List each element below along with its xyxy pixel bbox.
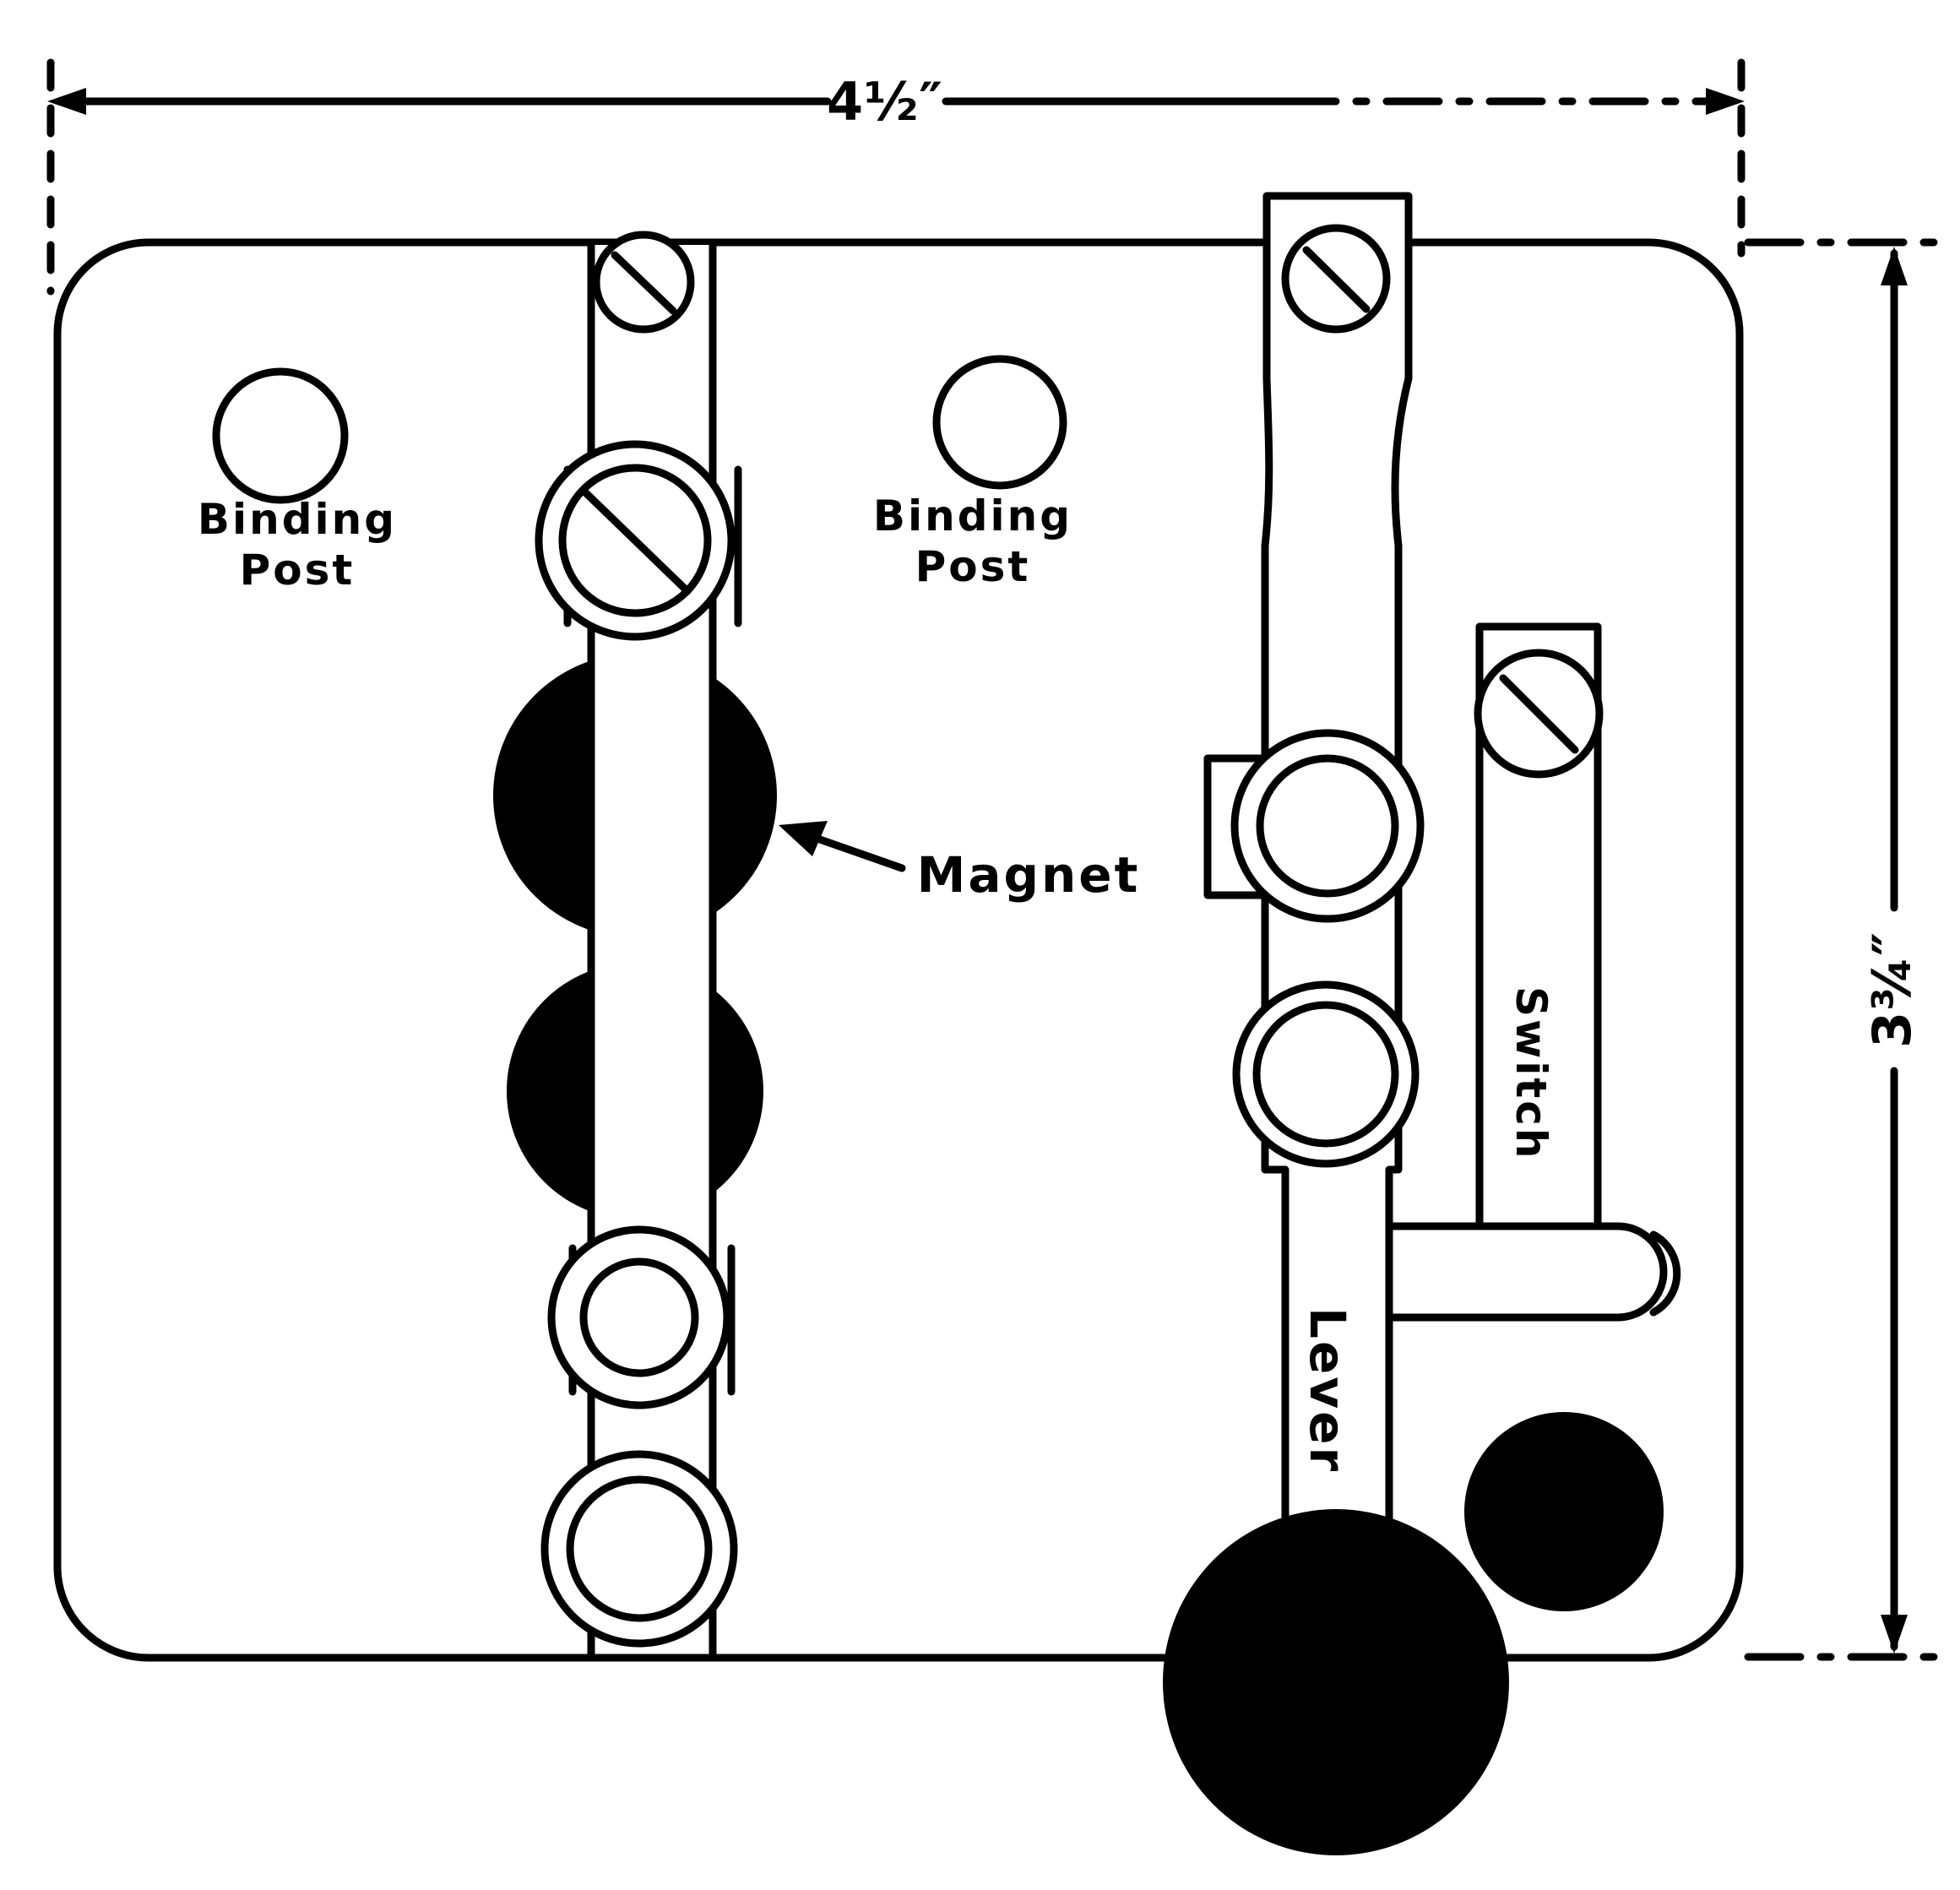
key-knob	[1163, 1509, 1509, 1855]
binding-post-right-label-line1: Binding	[873, 492, 1072, 540]
armature-screw-slot	[580, 487, 692, 595]
lever-contact-lower-inner	[1252, 1001, 1399, 1148]
binding-post-left-label-line1: Binding	[198, 495, 397, 544]
binding-post-right-label-line2: Post	[915, 542, 1031, 591]
dim-width-arrow-left	[47, 88, 86, 115]
contact-upper-inner	[579, 1257, 699, 1377]
circuit-closer-end-bump	[1649, 1230, 1681, 1317]
switch-screw-slot	[1499, 674, 1579, 754]
armature-top-screw-slot	[611, 251, 677, 315]
binding-post-left	[212, 367, 349, 504]
dim-height-label: 3¾″	[1861, 931, 1923, 1048]
lever-contact-upper-inner	[1256, 754, 1399, 898]
dim-height-arrow-top	[1881, 247, 1908, 285]
switch-label: Switch	[1507, 986, 1556, 1160]
dim-width-label: 4½″	[827, 71, 943, 133]
circuit-closer-bar	[1385, 1222, 1668, 1322]
magnet-label: Magnet	[917, 846, 1141, 904]
magnet-callout-arrowhead	[779, 821, 828, 856]
binding-post-right	[932, 355, 1067, 490]
lever-label: Lever	[1299, 1307, 1356, 1474]
dim-width-arrow-right	[1706, 88, 1745, 115]
switch-knob	[1464, 1412, 1664, 1611]
dim-height-arrow-bottom	[1881, 1615, 1908, 1654]
binding-post-left-label-line2: Post	[240, 546, 356, 595]
contact-lower-inner	[566, 1475, 713, 1622]
lever-pivot-screw-slot	[1302, 246, 1371, 313]
